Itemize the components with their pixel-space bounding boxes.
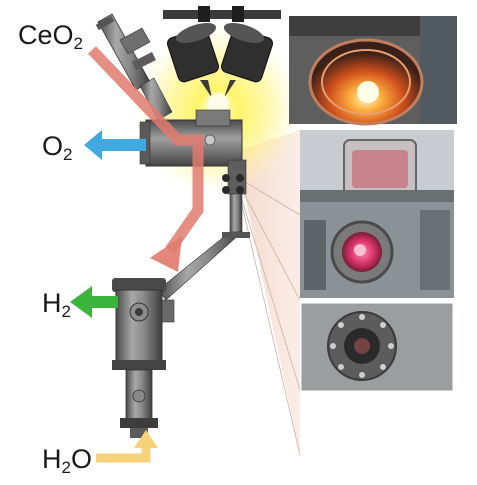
solar-lamp-icon: [166, 22, 274, 98]
h2o-tail: O: [70, 444, 92, 474]
ceo2-label: CeO2: [18, 20, 83, 53]
ceo2-sub: 2: [73, 34, 83, 53]
lab-photo: [300, 130, 454, 298]
h2o-main: H: [42, 444, 62, 474]
ceo2-main: CeO: [18, 20, 74, 50]
h2o-label: H2O: [42, 444, 92, 477]
o2-main: O: [42, 131, 64, 161]
transfer-column: [229, 193, 243, 233]
ceo2-feeder-tube: [95, 13, 173, 121]
viewport-photo: [301, 303, 453, 391]
lamp-mount-bar: [163, 10, 281, 19]
ceo2-arrow: [88, 46, 204, 254]
o2-sub: 2: [63, 145, 73, 164]
o2-label: O2: [42, 131, 73, 164]
h2-label: H2: [42, 288, 71, 321]
h2-arrow: [70, 286, 118, 318]
o2-arrow: [84, 130, 146, 160]
viewport-icon: [222, 174, 244, 194]
furnace-photo: [289, 16, 457, 126]
lower-chamber: [112, 278, 175, 438]
h2o-sub: 2: [61, 458, 71, 477]
h2o-arrow: [96, 446, 151, 463]
h2-sub: 2: [61, 302, 71, 321]
h2-main: H: [42, 288, 62, 318]
